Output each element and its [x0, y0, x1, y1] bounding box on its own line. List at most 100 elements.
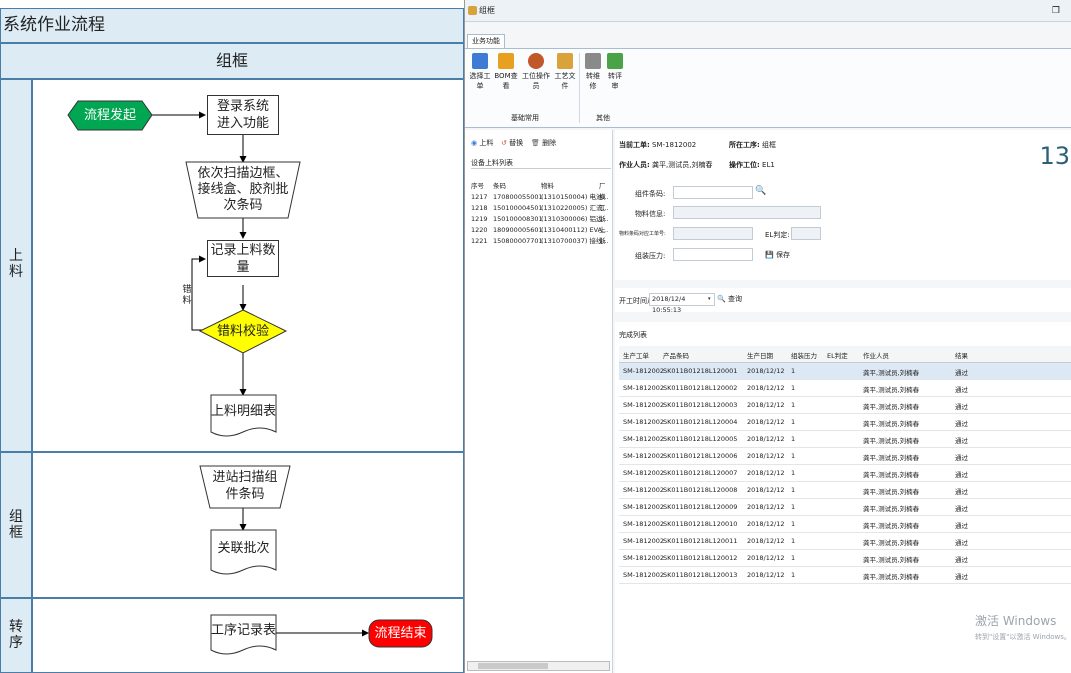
review-icon [607, 53, 623, 69]
repair-button[interactable]: 转维修 [583, 53, 603, 91]
grid-cell: 1 [791, 384, 796, 392]
lane-label-loading-cell: 上 料 [0, 79, 32, 452]
grid-cell: 1 [791, 571, 796, 579]
review-button[interactable]: 转评审 [605, 53, 625, 91]
material-list-caption: 设备上料列表 [471, 158, 611, 169]
grid-cell: 1 [791, 537, 796, 545]
grid-cell: 2018/12/12 [747, 571, 785, 579]
query-button[interactable]: 🔍 查询 [717, 294, 742, 304]
grid-cell: 2018/12/12 [747, 469, 785, 477]
grid-cell: SK011B01218L120006 [663, 452, 738, 460]
document-button[interactable]: 工艺文件 [553, 53, 577, 91]
grid-cell: SM-1812002 [623, 452, 665, 460]
ribbon-tab-business[interactable]: 业务功能 [467, 34, 505, 48]
grid-cell: 2018/12/12 [747, 384, 785, 392]
pressure-input[interactable] [673, 248, 753, 261]
load-button[interactable]: ◉ 上料 [471, 138, 493, 148]
node-end: 流程结束 [374, 626, 427, 641]
start-time-input[interactable]: 2018/12/4 10:55:13 [649, 293, 715, 314]
detail-doc [210, 394, 277, 437]
completed-list-caption: 完成列表 [619, 331, 647, 339]
grid-cell: 龚平,测试员,刘楠春 [863, 505, 920, 513]
grid-cell: 1 [791, 469, 796, 477]
process-label: 所在工序: [729, 141, 760, 149]
select-order-button[interactable]: 选择工单 [469, 53, 491, 91]
end-terminal [368, 619, 433, 648]
pressure-label: 组装压力: [635, 252, 666, 260]
output-counter: 13 [1039, 142, 1070, 170]
restore-icon[interactable]: ❐ [1051, 6, 1060, 16]
replace-button[interactable]: ↺ 替换 [501, 138, 523, 148]
scrollbar-thumb[interactable] [478, 663, 548, 669]
grid-cell: 通过 [955, 539, 968, 547]
scan2-trapezoid [199, 465, 291, 509]
col-material: 物料 [541, 182, 554, 190]
grid-cell: 龚平,测试员,刘楠春 [863, 437, 920, 445]
horizontal-scrollbar[interactable] [467, 661, 610, 671]
entry-form: 当前工单: SM-1812002 所在工序: 组框 作业人员: 龚平,测试员,刘… [615, 130, 1071, 280]
grid-cell: 2018/12/12 [747, 367, 785, 375]
flow-connectors [67, 100, 433, 655]
date-filter-bar: 开工时间从: 2018/12/4 10:55:13 ▾ 🔍 查询 [615, 288, 1071, 314]
grid-cell: 龚平,测试员,刘楠春 [863, 539, 920, 547]
grid-cell: 1 [791, 418, 796, 426]
lane-label-transfer-cell: 转 序 [0, 598, 32, 673]
grid-cell: SK011B01218L120003 [663, 401, 738, 409]
grid-header: 生产工单 产品条码 生产日期 组装压力 EL判定 作业人员 结果 [619, 346, 1071, 363]
grid-cell: 龚平,测试员,刘楠春 [863, 420, 920, 428]
grid-cell: 2018/12/12 [747, 503, 785, 511]
grid-cell: 通过 [955, 369, 968, 377]
bom-button[interactable]: BOM查看 [493, 53, 519, 91]
last-code-label: 物料条码对应工单号: [619, 231, 666, 237]
grid-cell: 通过 [955, 573, 968, 581]
select-order-icon [472, 53, 488, 69]
grid-cell: SM-1812002 [623, 401, 665, 409]
frame-app-icon [468, 6, 477, 15]
grid-cell: SM-1812002 [623, 384, 665, 392]
grid-cell: 龚平,测试员,刘楠春 [863, 403, 920, 411]
delete-button[interactable]: 🗑 删除 [531, 138, 556, 148]
app-window: 组框 ❐ 业务功能 选择工单 BOM查看 工位操作员 工艺文件 转维修 转评审 [464, 0, 1071, 673]
grid-cell: 通过 [955, 454, 968, 462]
col-product-barcode: 产品条码 [663, 352, 689, 360]
grid-cell: 2018/12/12 [747, 554, 785, 562]
node-link: 关联批次 [217, 540, 270, 556]
grid-cell: SK011B01218L120013 [663, 571, 738, 579]
grid-cell: SM-1812002 [623, 503, 665, 511]
grid-cell: SK011B01218L120008 [663, 486, 738, 494]
node-detail: 上料明细表 [211, 403, 277, 419]
chevron-down-icon[interactable]: ▾ [708, 296, 711, 302]
grid-cell: 通过 [955, 386, 968, 394]
order-label: 当前工单: [619, 141, 650, 149]
save-button[interactable]: 💾 保存 [765, 250, 790, 260]
bom-label: BOM查看 [494, 72, 518, 90]
grid-cell: 通过 [955, 437, 968, 445]
worker-value: 龚平,测试员,刘楠春 [652, 161, 713, 169]
save-label: 保存 [775, 251, 790, 259]
load-label: 上料 [479, 139, 494, 147]
search-icon[interactable]: 🔍 [755, 186, 767, 196]
component-barcode-input[interactable] [673, 186, 753, 199]
operator-button[interactable]: 工位操作员 [521, 53, 551, 91]
grid-cell: SK011B01218L120001 [663, 367, 738, 375]
activation-watermark: 激活 Windows [975, 614, 1057, 628]
save-icon: 💾 [765, 251, 774, 259]
